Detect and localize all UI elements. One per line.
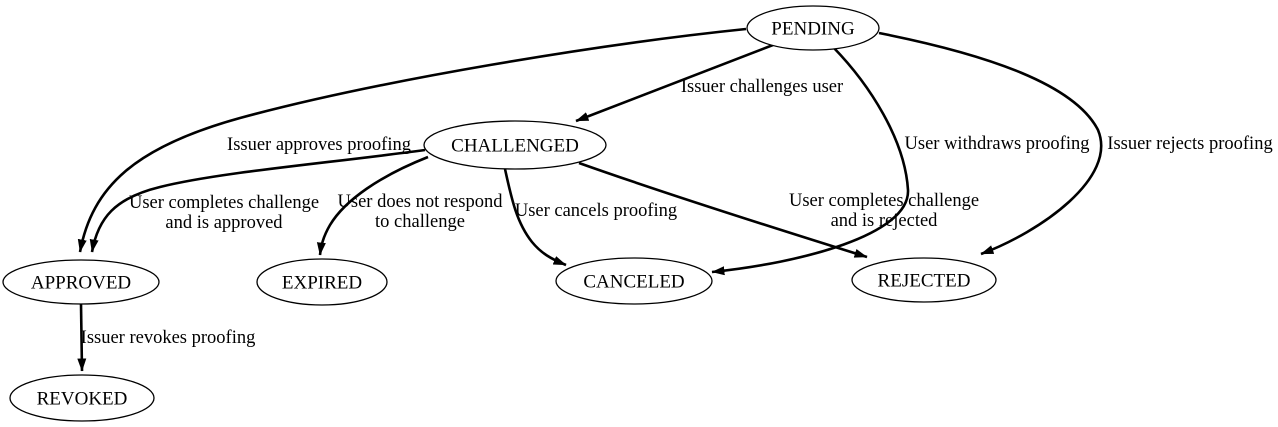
- edge-label-line: User withdraws proofing: [905, 134, 1090, 154]
- edge-label-line: Issuer rejects proofing: [1107, 134, 1272, 154]
- edge-pending-approved: [77, 27, 747, 253]
- edge-label-pending-challenged: Issuer challenges user: [681, 77, 843, 97]
- edge-label-line: Issuer approves proofing: [227, 135, 411, 155]
- edge-approved-revoked: [77, 303, 87, 372]
- edge-label-line: User completes challenge: [789, 191, 979, 211]
- node-label-challenged: CHALLENGED: [451, 136, 579, 157]
- edge-label-pending-approved: Issuer approves proofing: [227, 135, 411, 155]
- node-label-pending: PENDING: [771, 19, 855, 40]
- edge-label-line: User cancels proofing: [515, 201, 677, 221]
- edge-label-pending-rejected: Issuer rejects proofing: [1107, 134, 1272, 154]
- node-challenged: CHALLENGED: [423, 120, 607, 170]
- edge-pending-challenged: [575, 43, 774, 123]
- edge-label-line: and is rejected: [831, 211, 939, 231]
- node-label-rejected: REJECTED: [878, 271, 971, 292]
- edge-label-line: to challenge: [375, 212, 465, 232]
- node-ellipse-canceled: [555, 257, 713, 305]
- edge-label-line: Issuer revokes proofing: [81, 328, 256, 348]
- node-pending: PENDING: [746, 5, 880, 51]
- edge-challenged-approved: [89, 148, 426, 253]
- node-revoked: REVOKED: [9, 374, 155, 422]
- node-expired: EXPIRED: [256, 258, 388, 306]
- node-ellipse-expired: [256, 258, 388, 306]
- node-ellipse-approved: [2, 259, 160, 305]
- node-label-revoked: REVOKED: [37, 389, 128, 410]
- node-ellipse-revoked: [9, 374, 155, 422]
- edge-label-line: User does not respond: [338, 192, 504, 212]
- edge-pending-canceled: [711, 46, 910, 276]
- edge-pending-rejected: [878, 31, 1103, 256]
- nodes-layer: PENDING CHALLENGED APPROVED EXPIRED CANCELED…: [2, 5, 997, 422]
- edge-label-line: and is approved: [165, 213, 283, 233]
- node-approved: APPROVED: [2, 259, 160, 305]
- edge-challenged-rejected: [578, 161, 868, 259]
- node-label-approved: APPROVED: [31, 273, 131, 294]
- edge-label-line: User completes challenge: [129, 193, 319, 213]
- node-label-expired: EXPIRED: [282, 273, 362, 294]
- node-label-canceled: CANCELED: [583, 272, 684, 293]
- edge-challenged-canceled: [503, 168, 567, 267]
- node-rejected: REJECTED: [851, 257, 997, 303]
- node-ellipse-pending: [746, 5, 880, 51]
- edge-label-line: Issuer challenges user: [681, 77, 843, 97]
- node-canceled: CANCELED: [555, 257, 713, 305]
- edge-challenged-expired: [316, 155, 429, 256]
- edge-label-approved-revoked: Issuer revokes proofing: [81, 328, 256, 348]
- node-ellipse-challenged: [423, 120, 607, 170]
- edge-label-pending-canceled: User withdraws proofing: [905, 134, 1090, 154]
- edge-label-challenged-canceled: User cancels proofing: [515, 201, 677, 221]
- node-ellipse-rejected: [851, 257, 997, 303]
